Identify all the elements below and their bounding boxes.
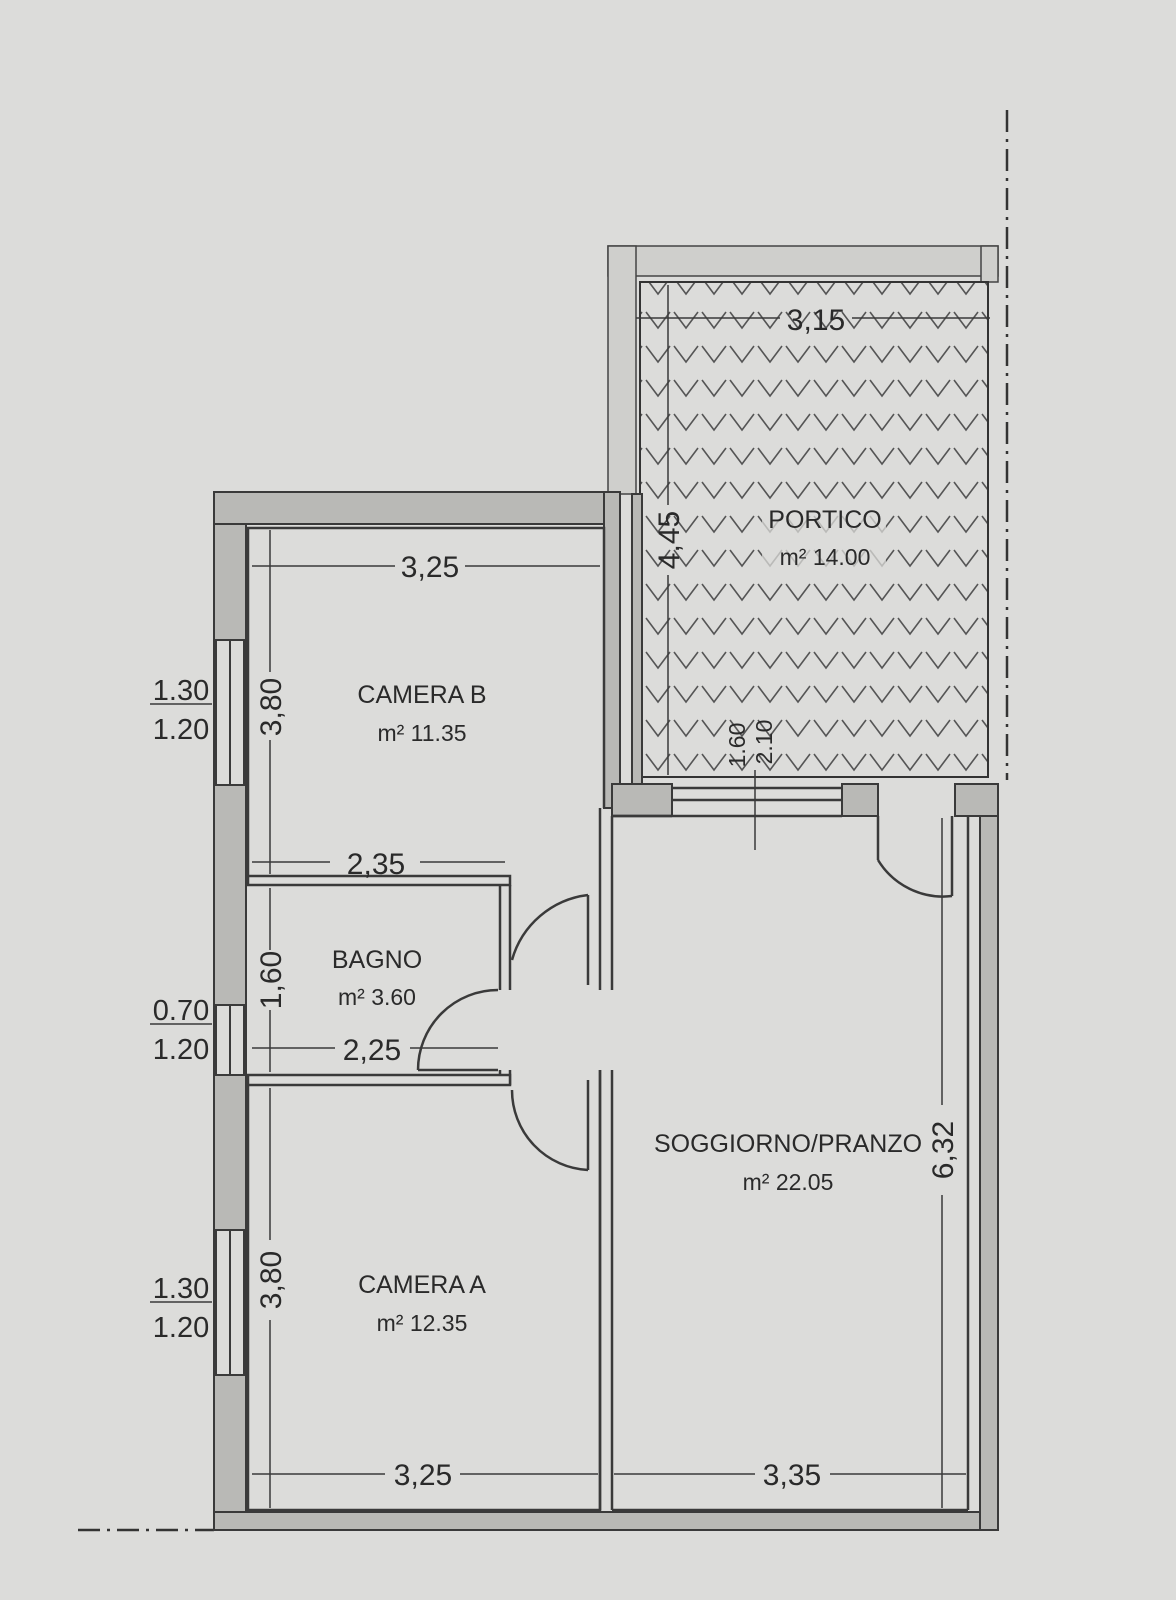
camera-b-area: m² 11.35 bbox=[377, 720, 466, 746]
portico-name: PORTICO bbox=[768, 506, 881, 534]
interior-walls bbox=[246, 526, 970, 1512]
dim-camera-b-width: 3,25 bbox=[401, 551, 459, 584]
dim-portico-door-a: 1.60 bbox=[724, 723, 750, 768]
window-bagno-bottom: 1.20 bbox=[153, 1034, 209, 1066]
dim-soggiorno-width: 3,35 bbox=[763, 1459, 821, 1492]
soggiorno-name: SOGGIORNO/PRANZO bbox=[654, 1130, 922, 1158]
window-camera-a-bottom: 1.20 bbox=[153, 1312, 209, 1344]
dim-camera-a-height: 3,80 bbox=[255, 1251, 288, 1309]
portico-area: m² 14.00 bbox=[780, 544, 871, 570]
bagno-name: BAGNO bbox=[332, 946, 422, 974]
dim-camera-a-width: 3,25 bbox=[394, 1459, 452, 1492]
camera-a-area: m² 12.35 bbox=[377, 1310, 468, 1336]
window-camera-b-top: 1.30 bbox=[153, 675, 209, 707]
dim-corridor-width: 2,35 bbox=[347, 848, 405, 881]
dimension-lines bbox=[150, 285, 990, 1508]
dim-camera-b-height: 3,80 bbox=[255, 678, 288, 736]
dim-portico-door-b: 2.10 bbox=[751, 720, 777, 765]
dim-portico-width: 3,15 bbox=[787, 304, 845, 337]
windows-left bbox=[215, 639, 245, 1376]
dim-bagno-height: 1,60 bbox=[255, 951, 288, 1009]
window-bagno-top: 0.70 bbox=[153, 995, 209, 1027]
camera-a-name: CAMERA A bbox=[358, 1271, 486, 1299]
dim-portico-height: 4,45 bbox=[653, 511, 686, 569]
soggiorno-area: m² 22.05 bbox=[743, 1169, 834, 1195]
window-camera-a-top: 1.30 bbox=[153, 1273, 209, 1305]
window-camera-b-bottom: 1.20 bbox=[153, 714, 209, 746]
bagno-area: m² 3.60 bbox=[338, 984, 416, 1010]
dim-soggiorno-height: 6,32 bbox=[927, 1121, 960, 1179]
camera-b-name: CAMERA B bbox=[357, 681, 486, 709]
dim-bagno-width: 2,25 bbox=[343, 1034, 401, 1067]
doors bbox=[416, 816, 954, 1172]
